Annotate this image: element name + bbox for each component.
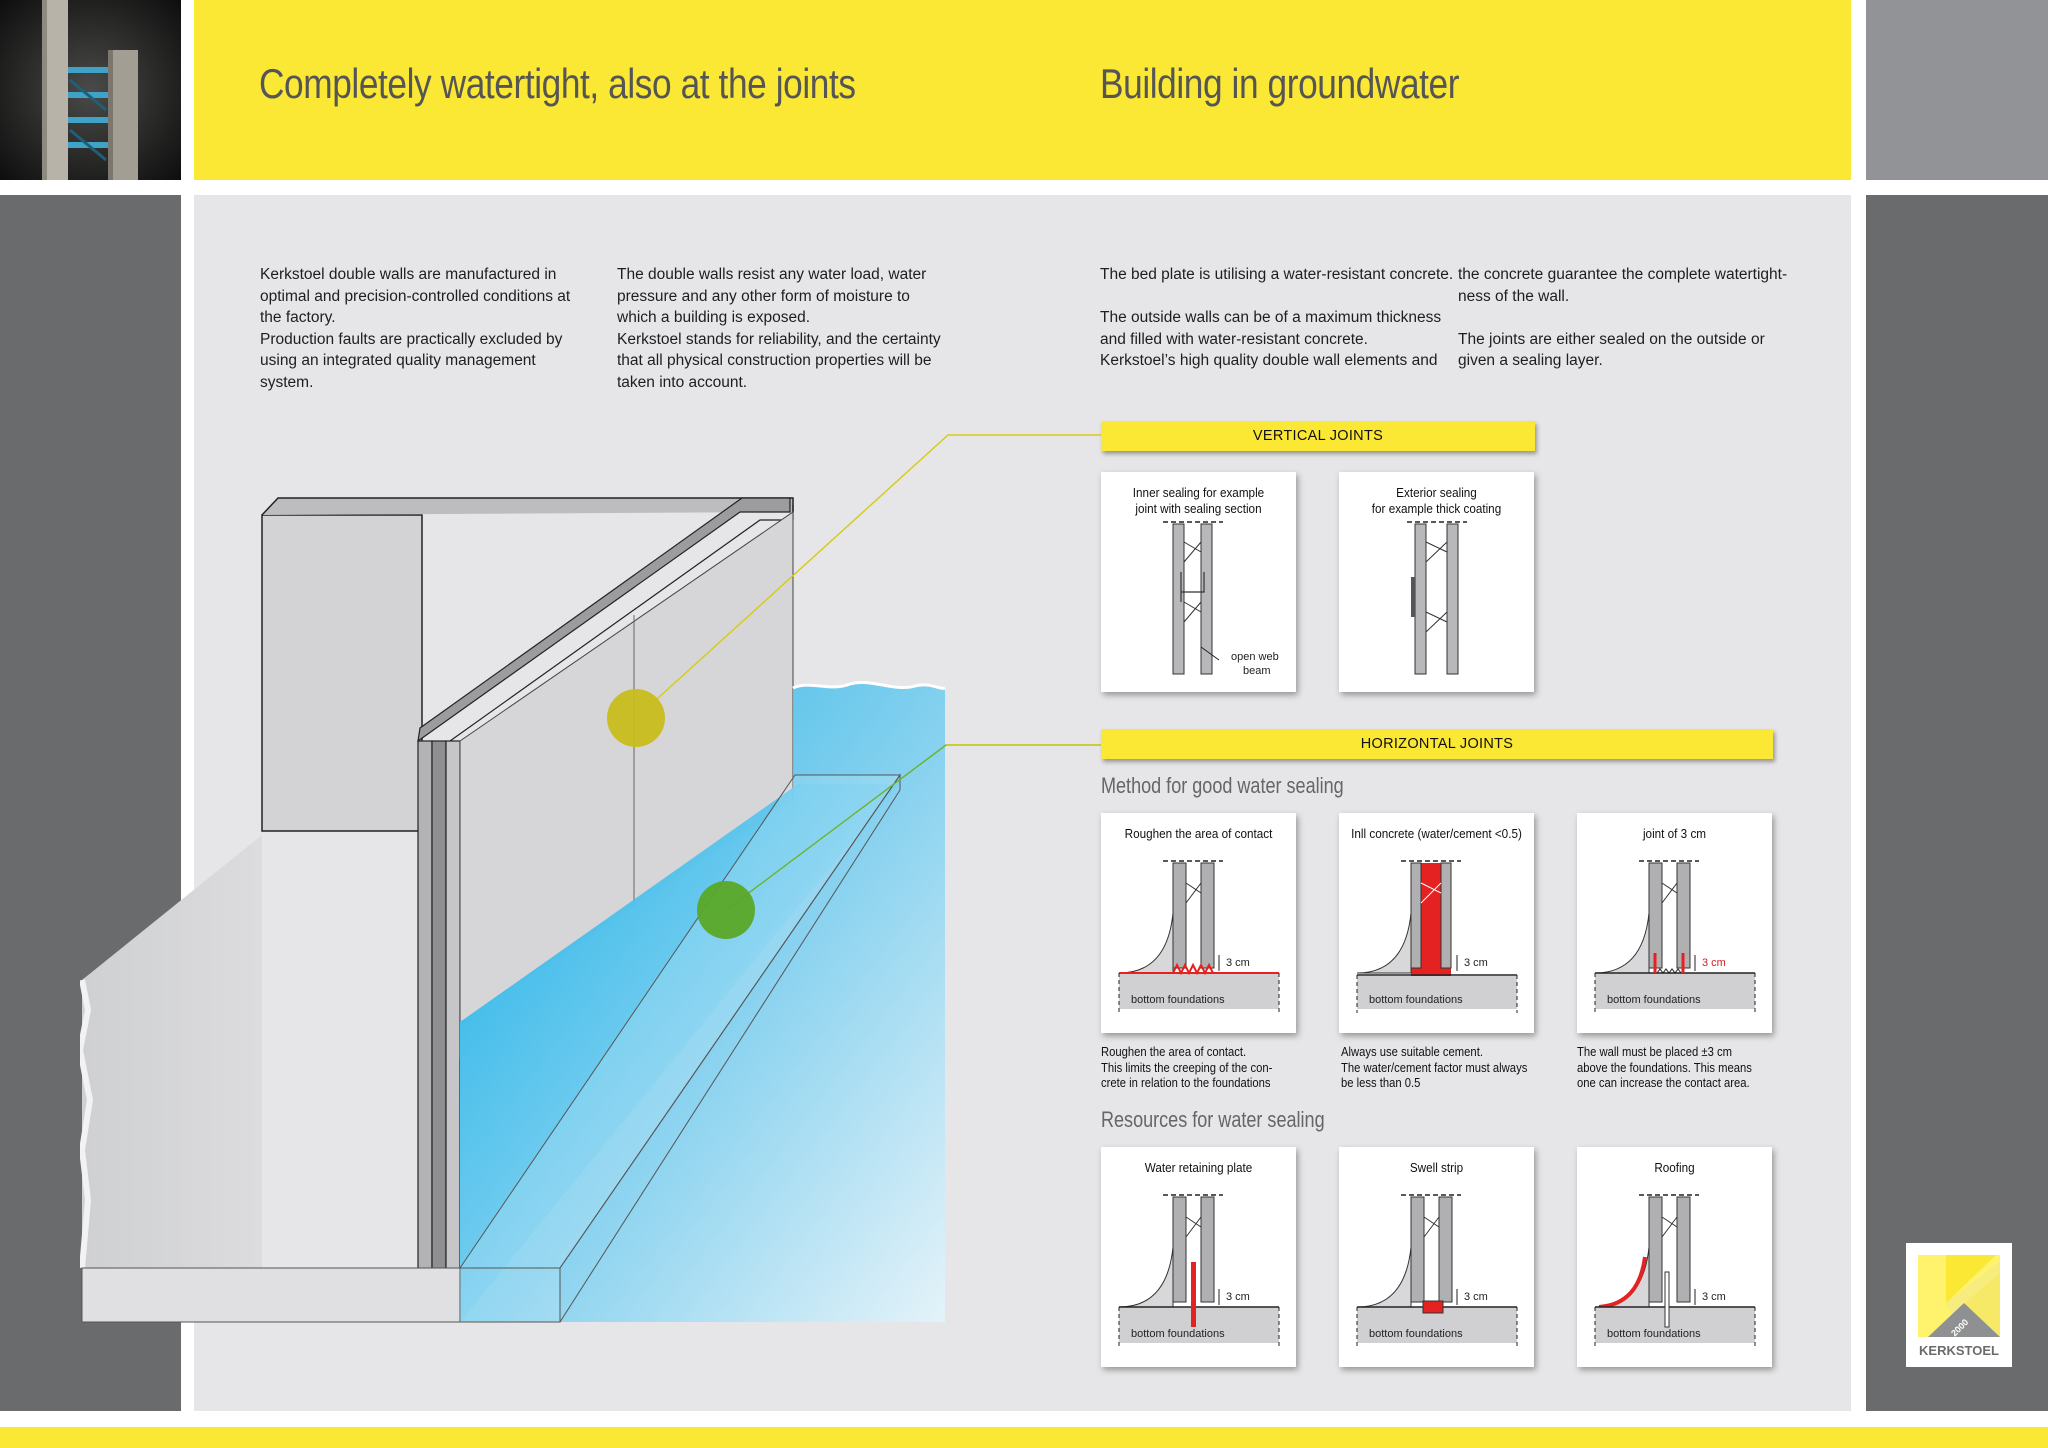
dimension-label: 3 cm [1702, 957, 1726, 969]
card-title: Water retaining plate [1144, 1160, 1253, 1175]
annotation-open-web: open web [1231, 651, 1279, 663]
intro-column-1: Kerkstoel double walls are manufactured … [260, 266, 571, 391]
vertical-joints-banner: VERTICAL JOINTS [1101, 421, 1535, 451]
card-title: Inner sealing for example joint with sea… [1132, 485, 1265, 516]
infill-diagram: 3 cm bottom foundations [1356, 860, 1518, 1013]
header-bar [194, 0, 1851, 180]
water-plate-diagram: 3 cm bottom foundations [1118, 1194, 1280, 1347]
foundation-label: bottom foundations [1369, 1328, 1463, 1340]
intro-column-4: the concrete guarantee the complete wate… [1458, 266, 1788, 369]
dimension-label: 3 cm [1226, 1291, 1250, 1303]
foundation-label: bottom foundations [1607, 1328, 1701, 1340]
intro-column-2: The double walls resist any water load, … [617, 266, 941, 391]
method-heading: Method for good water sealing [1101, 773, 1344, 798]
header-grey-block [1866, 0, 2048, 180]
swell-strip-diagram: 3 cm bottom foundations [1356, 1194, 1518, 1347]
card-title: Roughen the area of contact [1124, 826, 1273, 841]
foundation-label: bottom foundations [1131, 1328, 1225, 1340]
dimension-label: 3 cm [1464, 1291, 1488, 1303]
page-title-left: Completely watertight, also at the joint… [259, 60, 856, 107]
vertical-joint-card-exterior: Exterior sealing for example thick coati… [1339, 472, 1534, 692]
method-caption-infill: Always use suitable cement. The water/ce… [1341, 1045, 1528, 1090]
dimension-label: 3 cm [1464, 957, 1488, 969]
resource-card-swell-strip: Swell strip 3 cm bottom foundations [1339, 1147, 1534, 1367]
joint-diagram: 3 cm bottom foundations [1594, 860, 1756, 1013]
resource-card-water-plate: Water retaining plate 3 cm bottom founda… [1101, 1147, 1296, 1367]
horizontal-joint-marker [697, 881, 755, 939]
footer-bar [0, 1427, 2048, 1448]
logo-name: KERKSTOEL [1919, 1343, 1999, 1358]
annotation-beam: beam [1243, 665, 1271, 677]
dimension-label: 3 cm [1702, 1291, 1726, 1303]
method-caption-roughen: Roughen the area of contact. This limits… [1101, 1045, 1273, 1090]
exterior-sealing-diagram [1407, 521, 1467, 675]
inner-sealing-diagram: open web beam [1163, 521, 1279, 677]
card-title: Exterior sealing for example thick coati… [1371, 485, 1502, 516]
horizontal-joints-banner: HORIZONTAL JOINTS [1101, 729, 1773, 759]
card-title: joint of 3 cm [1642, 826, 1707, 841]
right-side-panel [1866, 195, 2048, 1411]
vertical-joint-card-inner: Inner sealing for example joint with sea… [1101, 472, 1296, 692]
card-title: Inll concrete (water/cement <0.5) [1351, 826, 1522, 841]
card-title: Swell strip [1409, 1160, 1464, 1175]
vertical-joint-marker [607, 689, 665, 747]
intro-column-3: The bed plate is utilising a water-resis… [1100, 266, 1454, 369]
dimension-label: 3 cm [1226, 957, 1250, 969]
kerkstoel-logo: 2000 KERKSTOEL [1906, 1243, 2012, 1367]
card-title: Roofing [1654, 1160, 1695, 1175]
resources-heading: Resources for water sealing [1101, 1107, 1325, 1132]
double-wall-illustration [80, 434, 1101, 1323]
foundation-label: bottom foundations [1607, 994, 1701, 1006]
resource-card-roofing: Roofing 3 cm bottom foundations [1577, 1147, 1772, 1367]
header-photo [0, 0, 181, 180]
foundation-label: bottom foundations [1369, 994, 1463, 1006]
logo-mark: 2000 KERKSTOEL [1918, 1255, 2000, 1358]
wall-photo-illustration [0, 0, 181, 180]
roofing-diagram: 3 cm bottom foundations [1594, 1194, 1756, 1347]
method-caption-joint: The wall must be placed ±3 cm above the … [1577, 1045, 1752, 1090]
page-title-right: Building in groundwater [1100, 60, 1460, 107]
method-card-infill: Inll concrete (water/cement <0.5) 3 cm b… [1339, 813, 1534, 1033]
foundation-label: bottom foundations [1131, 994, 1225, 1006]
method-card-roughen: Roughen the area of contact 3 cm bottom … [1101, 813, 1296, 1033]
method-card-joint: joint of 3 cm 3 cm bottom foundations [1577, 813, 1772, 1033]
roughen-diagram: 3 cm bottom foundations [1118, 860, 1280, 1013]
